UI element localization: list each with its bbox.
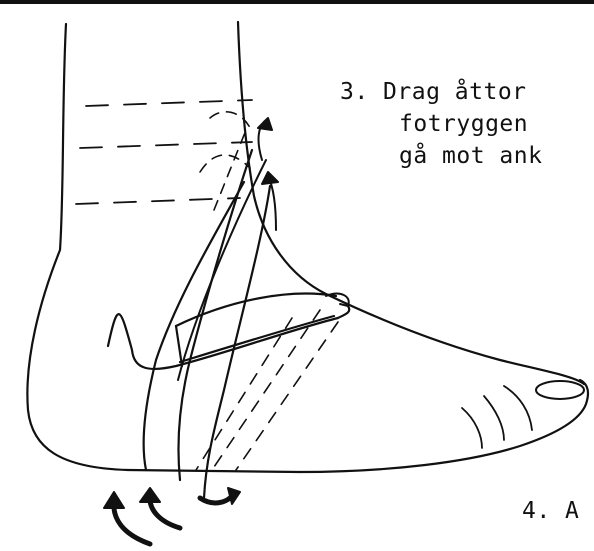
big-toe-nail	[536, 381, 584, 399]
step3-instruction-line2: fotryggen	[399, 110, 528, 138]
step3-instruction-line3: gå mot ank	[399, 142, 542, 170]
arch-band-strip	[176, 294, 336, 362]
toe-outline	[300, 380, 588, 472]
toe-line-1	[504, 386, 532, 430]
step4-instruction-label: 4. A	[522, 497, 579, 525]
arch-band-end	[176, 326, 182, 366]
midfoot-dashed-lines	[196, 310, 338, 470]
upper-arrows	[258, 118, 278, 230]
step3-instruction-line1: 3. Drag åttor	[340, 78, 527, 106]
toe-line-3	[462, 408, 482, 448]
heel-curl-arrows	[104, 488, 240, 544]
toe-line-2	[484, 396, 504, 440]
leg-back-heel-outline	[27, 24, 300, 472]
leg-tape-strips-dashed	[76, 100, 252, 204]
